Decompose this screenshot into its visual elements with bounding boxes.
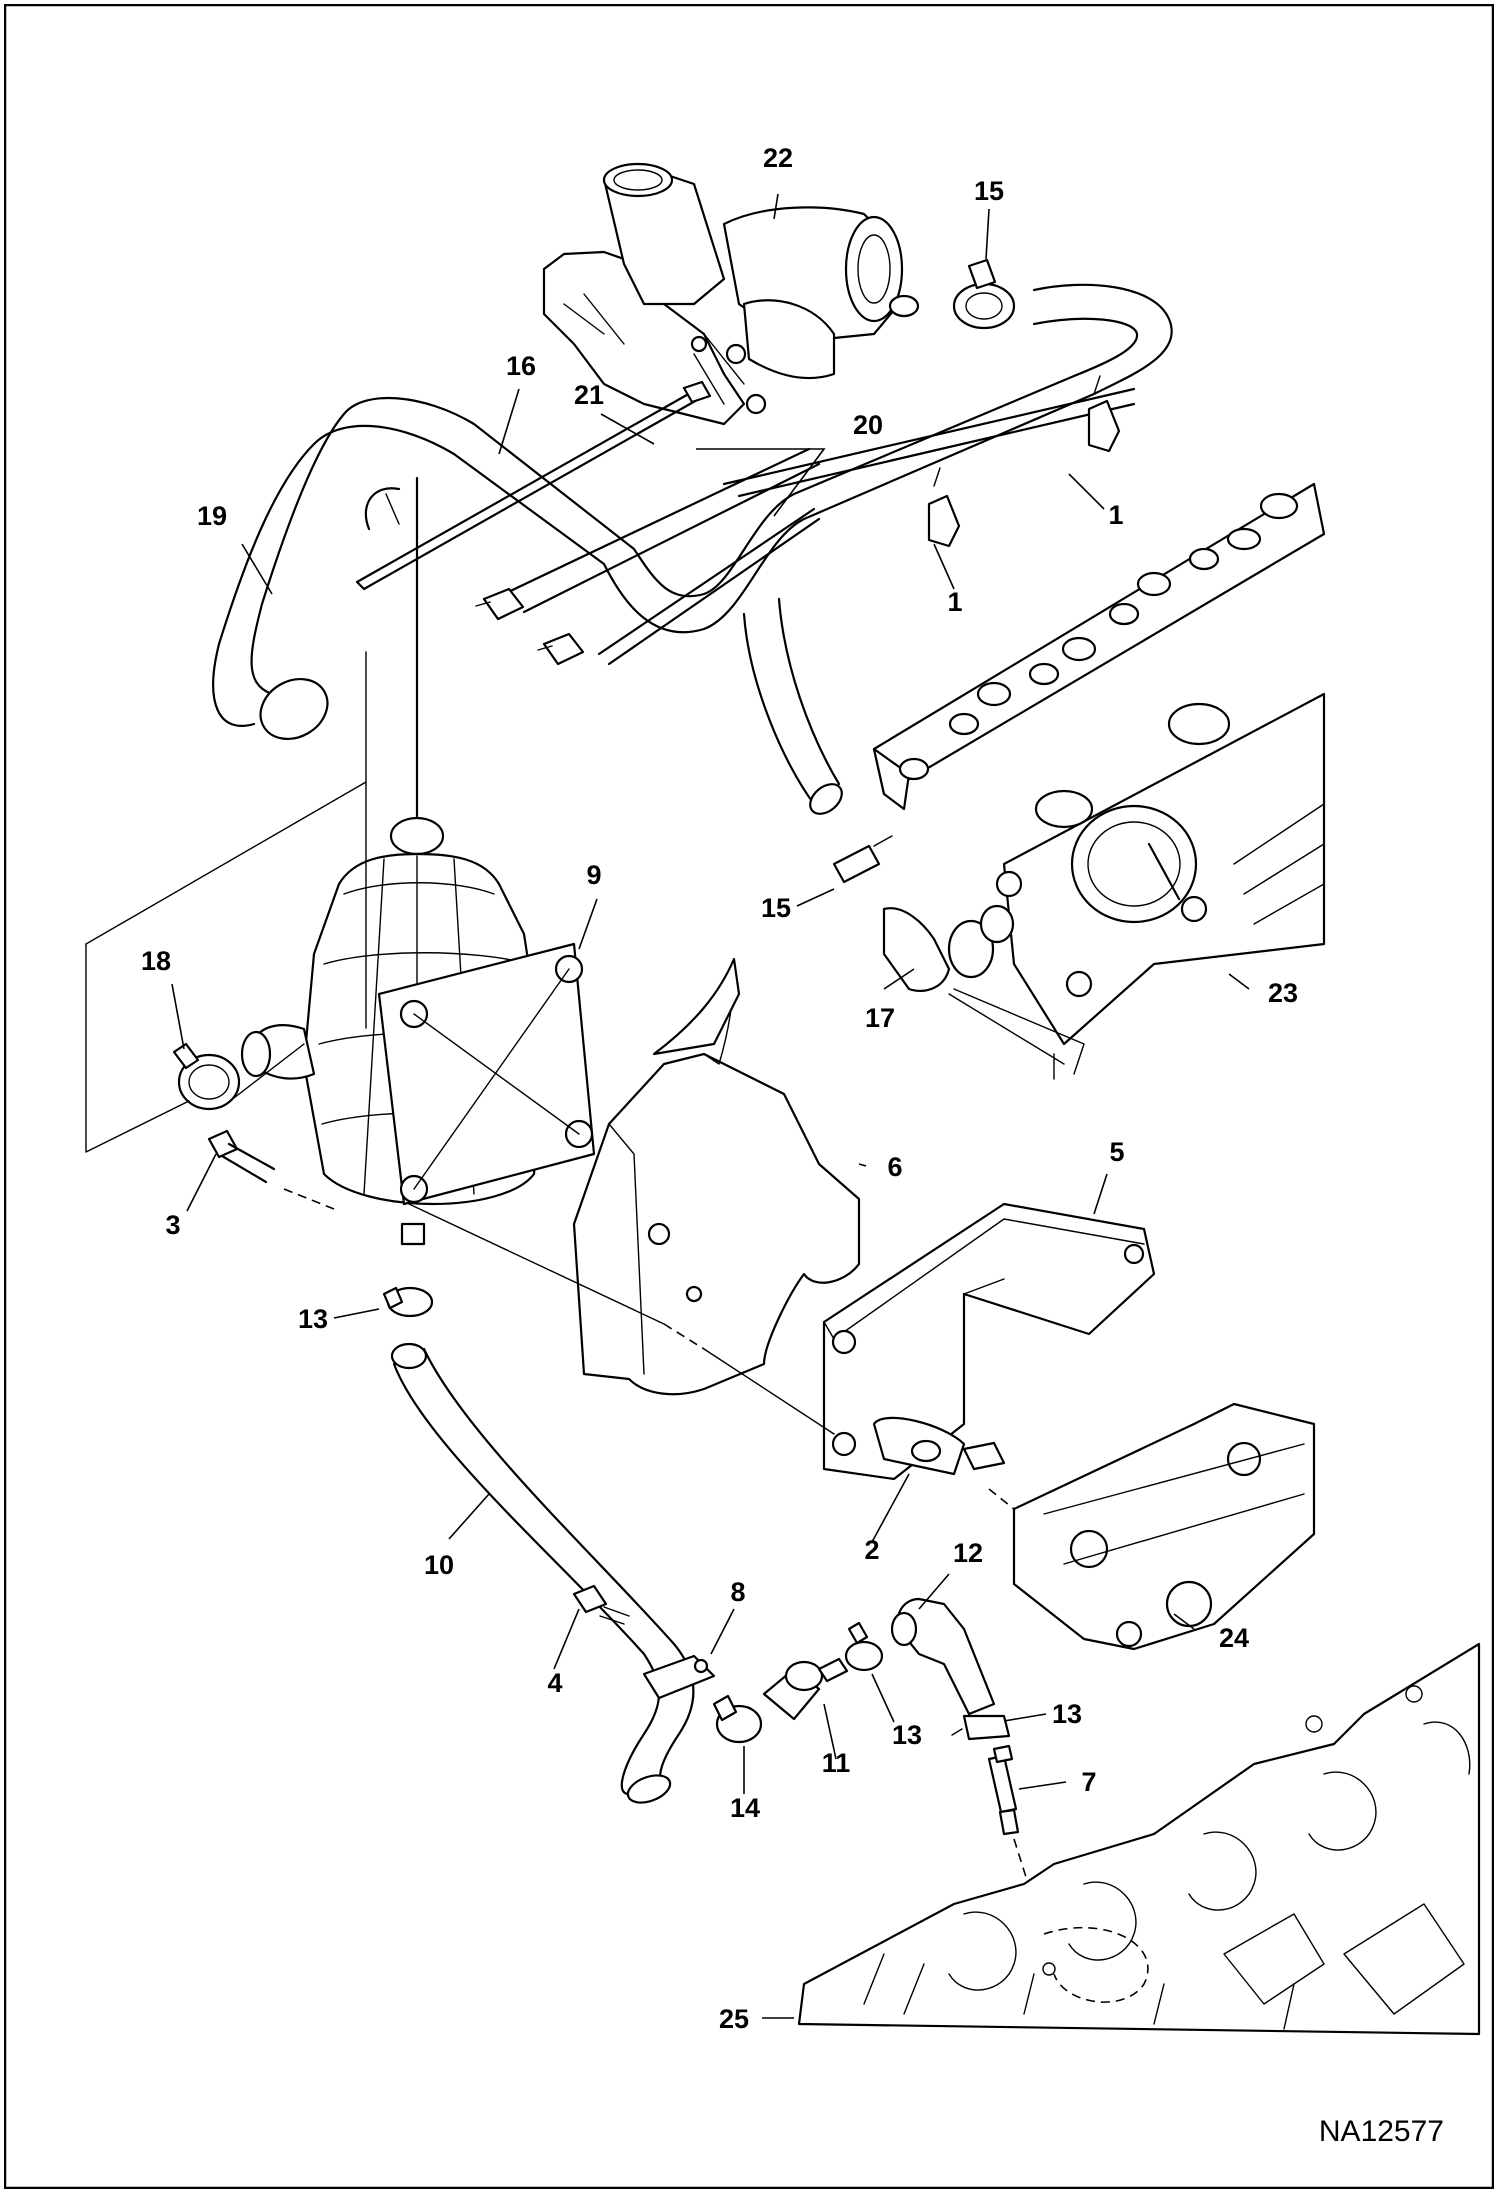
diagram-frame: 22 15 16 21 20 19 1 1 9 15 23 17 18 5 6 … <box>4 4 1494 2189</box>
nut-2-drawing <box>910 1439 1006 1471</box>
callout-1-upper: 1 <box>1108 500 1123 530</box>
cable-ties-drawing <box>355 380 826 666</box>
turbocharger-drawing <box>542 162 920 426</box>
alignment-line-2 <box>663 1323 705 1350</box>
elbow-hose-drawing <box>890 1597 996 1716</box>
figure-id: NA12577 <box>1319 2115 1444 2148</box>
callout-4: 4 <box>547 1668 562 1698</box>
clamp-13a-drawing <box>382 1286 434 1318</box>
callout-13-top: 13 <box>298 1304 328 1334</box>
callout-11: 11 <box>822 1748 851 1778</box>
assembly-guide-line-2 <box>85 943 190 1153</box>
callout-labels: 22 15 16 21 20 19 1 1 9 15 23 17 18 5 6 … <box>141 143 1298 2034</box>
bolt-4-drawing <box>572 1584 630 1625</box>
callout-25: 25 <box>719 2004 749 2034</box>
assembly-guide-line-4 <box>229 1043 305 1102</box>
callout-13-mid: 13 <box>892 1720 922 1750</box>
assembly-guide-line-3 <box>85 781 367 945</box>
alignment-line-3 <box>703 1348 835 1435</box>
bolt-3-drawing <box>207 1129 335 1210</box>
callout-2: 2 <box>864 1535 879 1565</box>
exploded-view-diagram: 22 15 16 21 20 19 1 1 9 15 23 17 18 5 6 … <box>4 4 1494 2189</box>
separator-drawing <box>240 476 596 1246</box>
callout-8: 8 <box>730 1577 745 1607</box>
fitting-drawing <box>987 1744 1045 1935</box>
callout-23: 23 <box>1268 978 1298 1008</box>
manifold-drawing <box>988 1402 1316 1651</box>
callout-15-upper: 15 <box>974 176 1004 206</box>
diagram-border <box>4 4 1494 2189</box>
callout-6: 6 <box>887 1152 902 1182</box>
callout-12: 12 <box>953 1538 983 1568</box>
callout-5: 5 <box>1109 1137 1124 1167</box>
callout-9: 9 <box>586 860 601 890</box>
callout-1-lower: 1 <box>947 587 962 617</box>
clamp-13c-drawing <box>951 1714 1011 1741</box>
breather-hose-drawing <box>212 283 1173 815</box>
callout-3: 3 <box>165 1210 180 1240</box>
callout-24: 24 <box>1219 1623 1249 1653</box>
callout-7: 7 <box>1081 1767 1096 1797</box>
drain-hose-drawing <box>390 1342 716 1804</box>
callout-20: 20 <box>853 410 883 440</box>
heat-shield-drawing <box>572 957 861 1396</box>
callout-14: 14 <box>730 1793 760 1823</box>
check-valve-drawing <box>762 1657 849 1721</box>
callout-19: 19 <box>197 501 227 531</box>
upper-clamp-drawing <box>952 258 1016 330</box>
clamp-14-drawing <box>712 1694 763 1744</box>
callout-17: 17 <box>865 1003 895 1033</box>
clamp-13b-drawing <box>844 1621 884 1672</box>
callout-13-right: 13 <box>1052 1699 1082 1729</box>
callout-18: 18 <box>141 946 171 976</box>
callout-10: 10 <box>424 1550 454 1580</box>
callout-15-lower: 15 <box>761 893 791 923</box>
leader-lines <box>171 193 1250 2019</box>
clips-drawing <box>722 375 1136 548</box>
callout-21: 21 <box>574 380 604 410</box>
engine-block-drawing <box>797 1642 1481 2036</box>
valve-cover-drawing <box>832 482 1326 1080</box>
clamp-18-drawing <box>172 1042 241 1111</box>
alignment-line-1 <box>408 1203 665 1325</box>
callout-22: 22 <box>763 143 793 173</box>
callout-16: 16 <box>506 351 536 381</box>
bracket-drawing <box>822 1202 1156 1481</box>
